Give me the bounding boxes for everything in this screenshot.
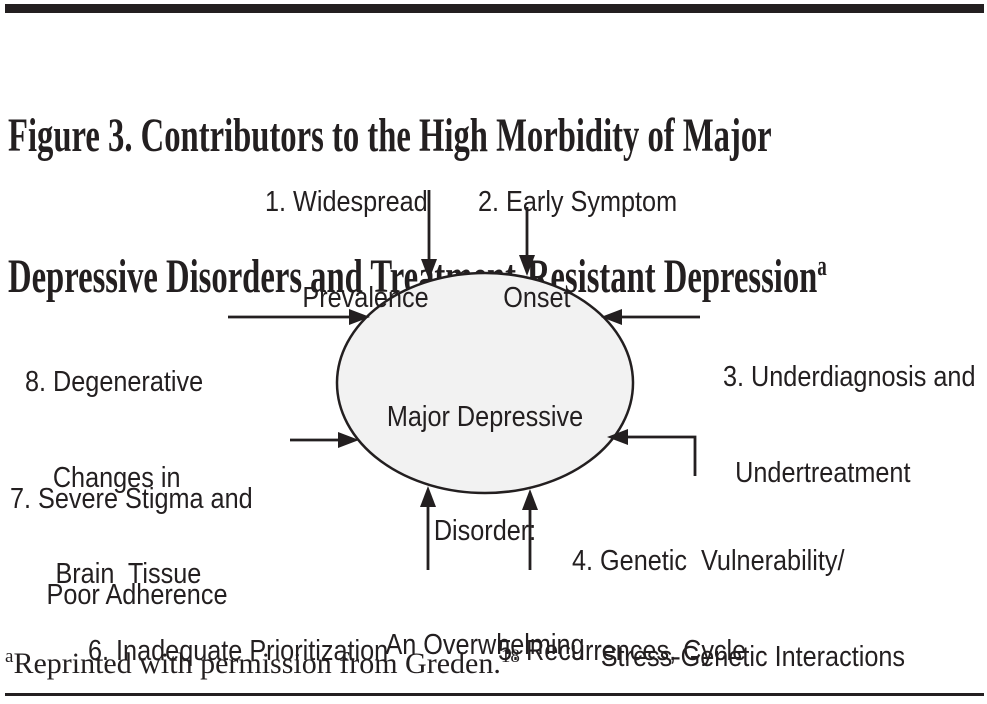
contributor-8-label: 8. Degenerative Changes in Brain Tissue — [25, 366, 204, 590]
bottom-rule — [5, 693, 984, 696]
title-superscript: a — [817, 251, 827, 282]
arrow-7 — [290, 432, 359, 448]
top-rule — [5, 4, 984, 13]
contributor-2-label: 2. Early Symptom Onset — [478, 186, 678, 314]
footnote-superscript-lead: a — [5, 646, 14, 667]
contributor-3-label: 3. Underdiagnosis and Undertreatment — [723, 361, 976, 489]
arrow-2 — [519, 207, 535, 276]
footnote-text: Reprinted with permission from Greden. — [13, 647, 501, 680]
arrow-6 — [420, 486, 436, 570]
central-ellipse — [335, 271, 635, 495]
contributor-4-label: 4. Genetic Vulnerability/ Stress-Genetic… — [572, 545, 906, 673]
arrow-4 — [607, 429, 697, 476]
contributor-5-label: 5. Recurrences, Cycle Acceleration, and … — [498, 635, 747, 667]
footnote: aReprinted with permission from Greden.1… — [5, 646, 520, 682]
arrow-5 — [522, 489, 538, 570]
arrow-8 — [228, 309, 370, 325]
arrow-3 — [601, 309, 700, 325]
contributor-1-label: 1. Widespread Prevalence — [265, 186, 429, 314]
central-node-label: Major Depressive Disorder: An Overwhelmi… — [385, 401, 585, 661]
contributor-6-label: 6. Inadequate Prioritization of Recurren… — [88, 635, 389, 667]
figure-title-line1: Figure 3. Contributors to the High Morbi… — [8, 109, 772, 162]
contributor-7-label: 7. Severe Stigma and Poor Adherence — [10, 483, 253, 611]
footnote-superscript-ref: 18 — [500, 646, 520, 667]
arrow-1 — [421, 190, 437, 280]
